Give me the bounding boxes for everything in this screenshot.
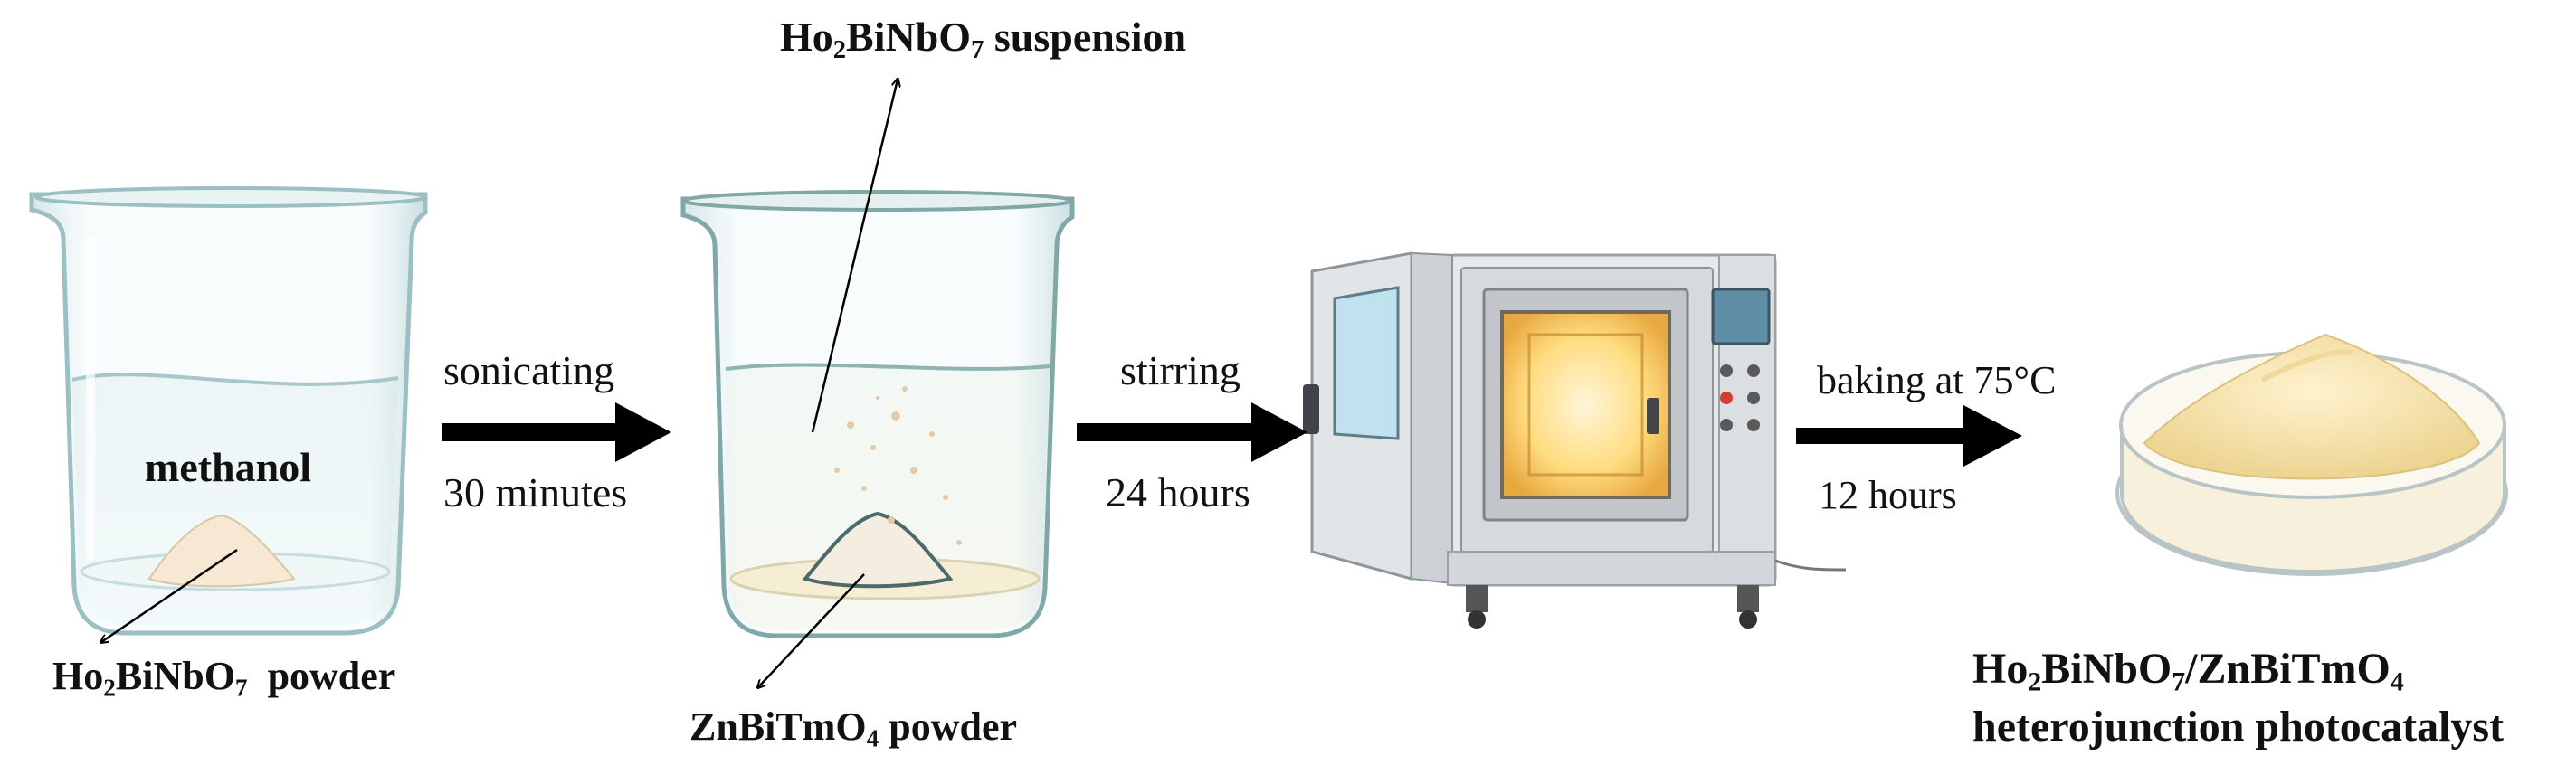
- step-1-top-label: sonicating: [443, 347, 615, 393]
- beaker-2-glass: [680, 196, 1075, 638]
- label-znbitmo4-powder: ZnBiTmO4 powder: [689, 704, 1018, 752]
- label-methanol: methanol: [145, 444, 311, 490]
- suspended-particles: [834, 386, 962, 545]
- petri-dish: [2115, 333, 2508, 576]
- label-product-line1: Ho2BiNbO7/ZnBiTmO4: [1972, 645, 2404, 697]
- step-3-bottom-label: 12 hours: [1819, 473, 1957, 517]
- product-powder: [2143, 333, 2481, 480]
- process-arrow-2: [1077, 402, 1307, 462]
- beaker-1-glass: [29, 192, 428, 636]
- beaker-1: [29, 186, 428, 636]
- step-2-top-label: stirring: [1120, 347, 1240, 393]
- label-ho2binbo7-powder: Ho2BiNbO7 powder: [52, 654, 396, 702]
- label-product-line2: heterojunction photocatalyst: [1972, 703, 2505, 751]
- label-ho2binbo7-suspension: Ho2BiNbO7 suspension: [780, 14, 1187, 64]
- beaker-2: [680, 190, 1075, 638]
- process-arrow-3: [1796, 405, 2022, 467]
- beaker-1-powder: [147, 514, 296, 588]
- step-2-bottom-label: 24 hours: [1106, 469, 1250, 515]
- process-arrow-1: [442, 402, 671, 462]
- drying-oven: [1303, 251, 1847, 629]
- beaker-2-powder: [802, 511, 954, 589]
- annotation-arrow-powder1: [101, 548, 238, 642]
- step-1-bottom-label: 30 minutes: [443, 469, 628, 515]
- annotation-arrow-suspension: [811, 80, 898, 433]
- step-3-top-label: baking at 75°C: [1817, 358, 2057, 402]
- annotation-arrow-powder2: [758, 573, 865, 687]
